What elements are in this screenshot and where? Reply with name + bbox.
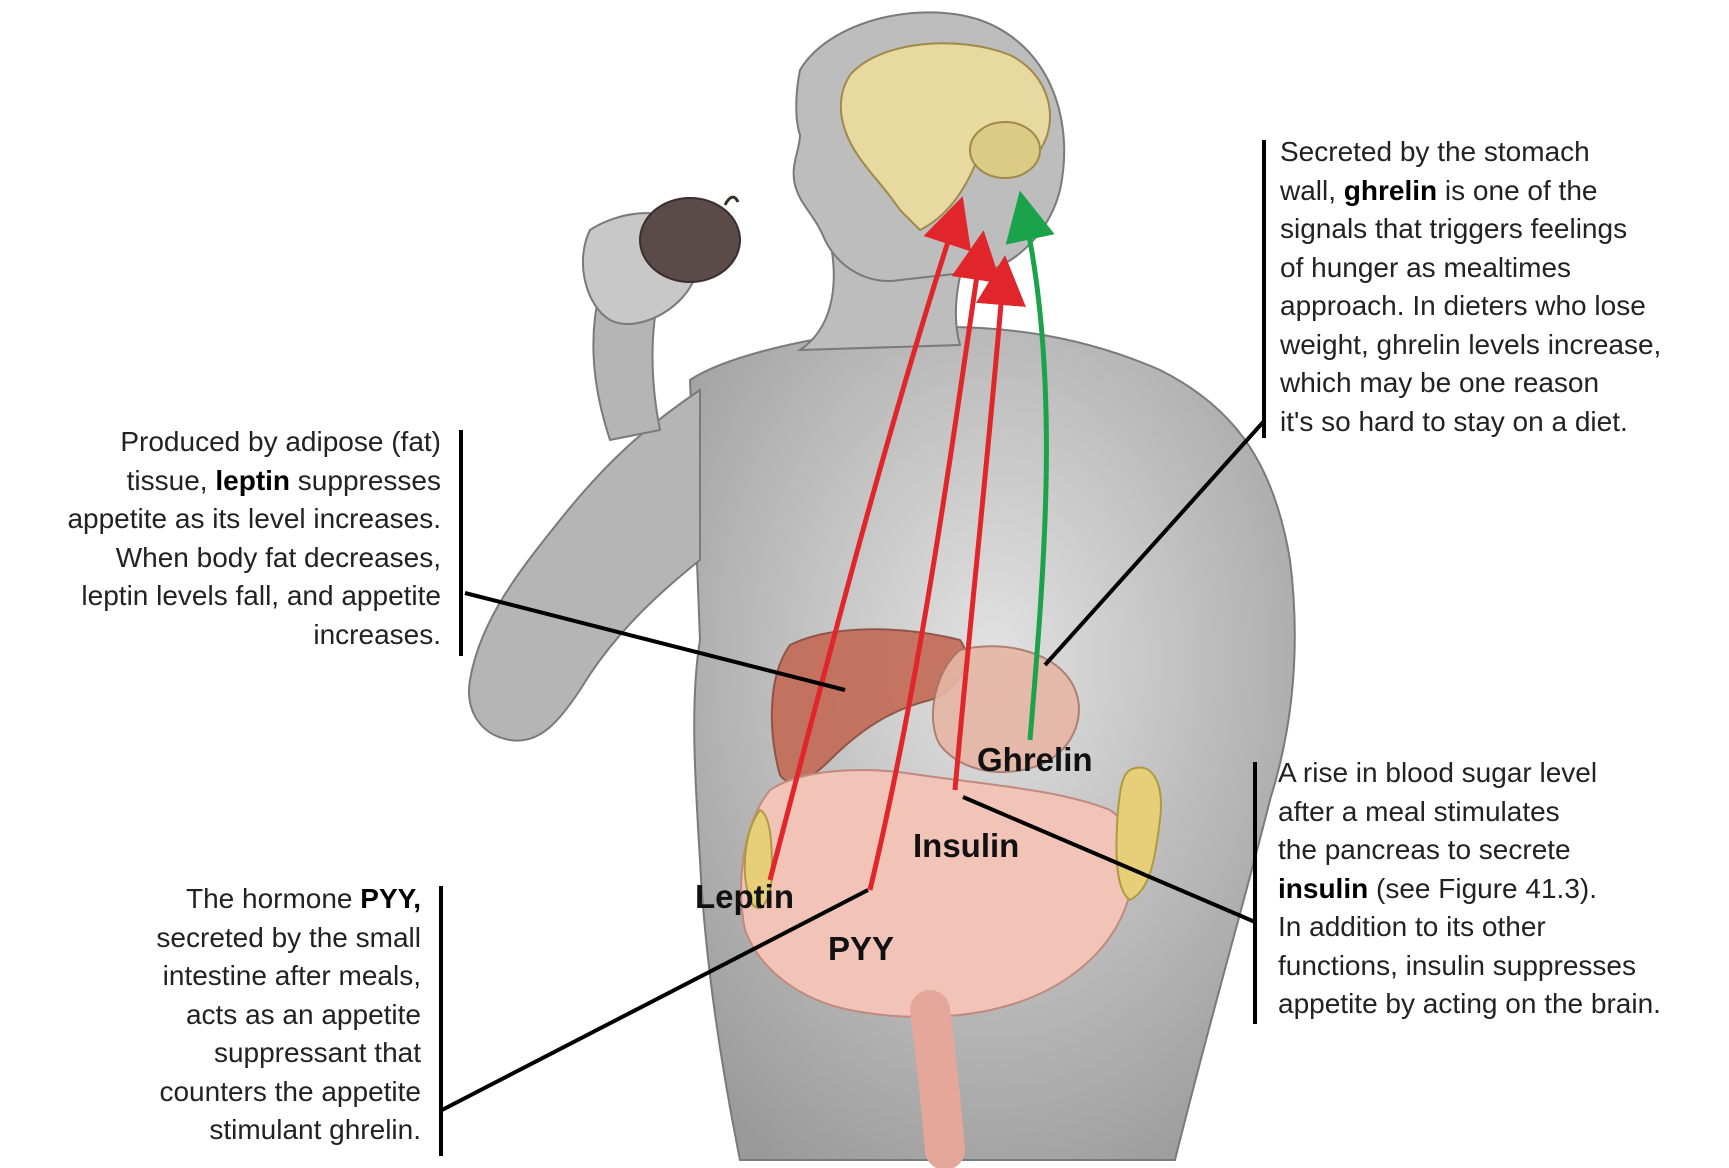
pyy-callout-line: suppressant that [156,1034,421,1073]
ghrelin-callout-bold-term: ghrelin [1344,175,1437,206]
insulin-callout: A rise in blood sugar level after a meal … [1278,754,1661,1024]
insulin-callout-line: insulin (see Figure 41.3). [1278,870,1661,909]
insulin-callout-line: after a meal stimulates [1278,793,1661,832]
leptin-label: Leptin [695,878,794,916]
insulin-callout-line: functions, insulin suppresses [1278,947,1661,986]
ghrelin-callout-text: signals that triggers feelings [1280,213,1627,244]
insulin-callout-line: A rise in blood sugar level [1278,754,1661,793]
insulin-callout-line: appetite by acting on the brain. [1278,985,1661,1024]
pyy-callout-bar [439,886,443,1156]
ghrelin-callout-line: it's so hard to stay on a diet. [1280,403,1661,442]
leptin-callout-text: increases. [313,619,441,650]
body-figure [469,12,1295,1160]
leptin-callout-text: When body fat decreases, [116,542,441,573]
ghrelin-callout-text: Secreted by the stomach [1280,136,1590,167]
ghrelin-callout-line: of hunger as mealtimes [1280,249,1661,288]
ghrelin-callout-text: weight, ghrelin levels increase, [1280,329,1661,360]
insulin-callout-text: A rise in blood sugar level [1278,757,1597,788]
ghrelin-callout-line: signals that triggers feelings [1280,210,1661,249]
insulin-callout-text: (see Figure 41.3). [1368,873,1597,904]
pyy-callout-text: secreted by the small [156,922,421,953]
insulin-callout-bold-term: insulin [1278,873,1368,904]
ghrelin-callout-line: weight, ghrelin levels increase, [1280,326,1661,365]
ghrelin-callout-text: approach. In dieters who lose [1280,290,1646,321]
insulin-callout-text: appetite by acting on the brain. [1278,988,1661,1019]
ghrelin-callout-line: approach. In dieters who lose [1280,287,1661,326]
pyy-callout-line: counters the appetite [156,1073,421,1112]
leptin-callout-line: appetite as its level increases. [67,500,441,539]
ghrelin-callout: Secreted by the stomach wall, ghrelin is … [1280,133,1661,441]
ghrelin-label: Ghrelin [977,741,1093,779]
leptin-callout-line: Produced by adipose (fat) [67,423,441,462]
leptin-callout-bold-term: leptin [215,465,290,496]
pyy-callout-text: counters the appetite [159,1076,421,1107]
insulin-callout-text: after a meal stimulates [1278,796,1560,827]
leptin-callout-bar [459,430,463,656]
pyy-label: PYY [828,930,894,968]
pyy-callout-text: stimulant ghrelin. [209,1114,421,1145]
insulin-callout-text: functions, insulin suppresses [1278,950,1636,981]
pyy-callout-line: intestine after meals, [156,957,421,996]
leptin-callout: Produced by adipose (fat) tissue, leptin … [67,423,441,654]
pyy-callout-text: intestine after meals, [163,960,421,991]
pyy-callout-text: The hormone [186,883,360,914]
pyy-callout-line: secreted by the small [156,919,421,958]
leptin-callout-line: tissue, leptin suppresses [67,462,441,501]
pyy-callout-line: stimulant ghrelin. [156,1111,421,1150]
leptin-callout-line: increases. [67,616,441,655]
ghrelin-callout-bar [1262,140,1266,438]
pyy-callout-bold-term: PYY, [360,883,421,914]
ghrelin-callout-text: is one of the [1437,175,1597,206]
insulin-callout-line: In addition to its other [1278,908,1661,947]
leptin-callout-text: leptin levels fall, and appetite [81,580,441,611]
ghrelin-callout-text: which may be one reason [1280,367,1599,398]
ghrelin-callout-line: wall, ghrelin is one of the [1280,172,1661,211]
insulin-callout-text: the pancreas to secrete [1278,834,1571,865]
ghrelin-callout-line: which may be one reason [1280,364,1661,403]
ghrelin-callout-text: of hunger as mealtimes [1280,252,1571,283]
leptin-callout-text: appetite as its level increases. [67,503,441,534]
pyy-callout-line: acts as an appetite [156,996,421,1035]
pyy-callout-text: acts as an appetite [186,999,421,1030]
ghrelin-callout-text: it's so hard to stay on a diet. [1280,406,1628,437]
leptin-callout-line: When body fat decreases, [67,539,441,578]
leptin-callout-text: tissue, [127,465,216,496]
insulin-callout-text: In addition to its other [1278,911,1546,942]
insulin-callout-bar [1253,762,1257,1024]
insulin-label: Insulin [913,827,1019,865]
ghrelin-callout-line: Secreted by the stomach [1280,133,1661,172]
leptin-callout-text: suppresses [290,465,441,496]
pyy-callout-text: suppressant that [214,1037,421,1068]
leptin-callout-line: leptin levels fall, and appetite [67,577,441,616]
ghrelin-callout-text: wall, [1280,175,1344,206]
leptin-callout-text: Produced by adipose (fat) [120,426,441,457]
insulin-callout-line: the pancreas to secrete [1278,831,1661,870]
pyy-callout-line: The hormone PYY, [156,880,421,919]
